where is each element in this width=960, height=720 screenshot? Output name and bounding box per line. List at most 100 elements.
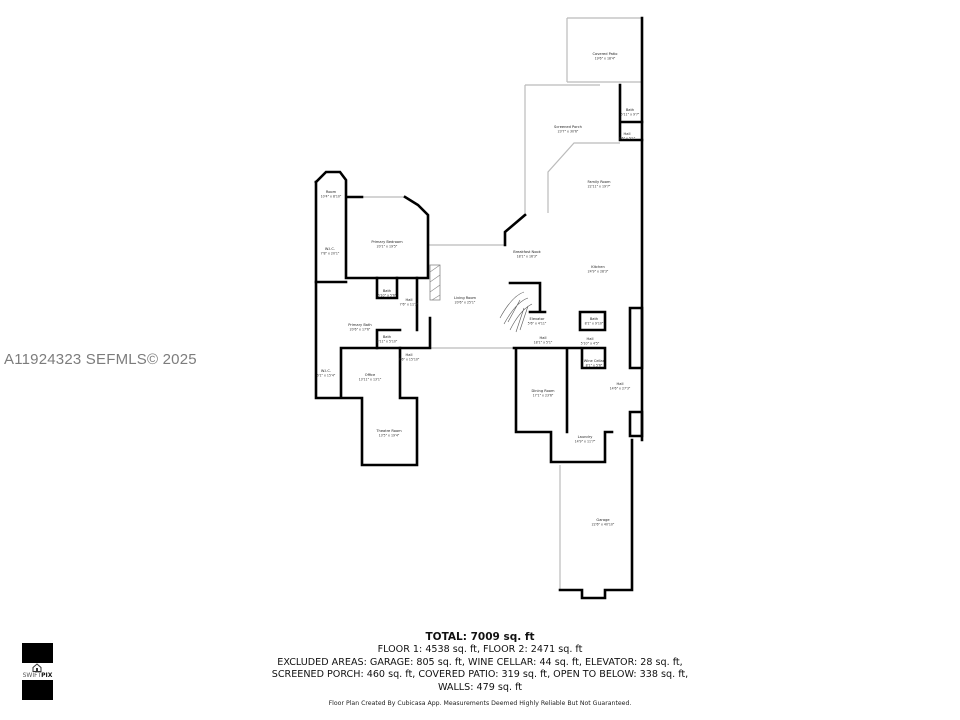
room-name: Hall xyxy=(624,132,631,136)
mls-watermark: A11924323 SEFMLS© 2025 xyxy=(4,351,197,368)
room-dimensions: 19'6" x 18'4" xyxy=(595,57,616,61)
room-dimensions: 14'6" x 27'3" xyxy=(610,387,631,391)
room-name: Kitchen xyxy=(591,265,605,269)
room-dimensions: 7'6" x 15'10" xyxy=(399,358,420,362)
floor-areas: FLOOR 1: 4538 sq. ft, FLOOR 2: 2471 sq. … xyxy=(377,644,583,655)
room-dimensions: 7'6" x 11'3" xyxy=(400,303,419,307)
room-dimensions: 13'11" x 13'1" xyxy=(359,378,382,382)
room-dimensions: 6'10" x 5'6" xyxy=(378,294,397,298)
room-name: Elevator xyxy=(530,317,545,321)
room-dimensions: 8'1" x 5'6" xyxy=(586,364,603,368)
room-dimensions: 5'6" x 4'11" xyxy=(528,322,547,326)
room-name: Theatre Room xyxy=(375,429,402,433)
room-dimensions: 8'1" x 9'10" xyxy=(585,322,604,326)
room-name: Breakfast Nook xyxy=(513,250,541,254)
room-name: Hall xyxy=(617,382,624,386)
room-label: W.I.C.6'1" x 15'4" xyxy=(317,369,336,378)
room-name: Wine Cellar xyxy=(584,359,605,363)
swiftpix-logo: SWIFTPIX xyxy=(22,643,53,700)
room-name: Hall xyxy=(540,336,547,340)
thin-walls-windows xyxy=(362,17,642,599)
logo-block-bottom xyxy=(22,680,53,700)
room-name: Family Room xyxy=(588,180,611,184)
room-dimensions: 13'5" x 19'4" xyxy=(379,434,400,438)
room-dimensions: 14'9" x 11'7" xyxy=(575,440,596,444)
room-name: Room xyxy=(326,190,337,194)
total-area: TOTAL: 7009 sq. ft xyxy=(425,631,535,643)
room-name: Bath xyxy=(590,317,598,321)
room-name: Primary Bath xyxy=(348,323,371,327)
room-label: W.I.C.7'8" x 20'1" xyxy=(321,247,340,256)
room-dimensions: 18'1" x 16'3" xyxy=(517,255,538,259)
room-name: Hall xyxy=(587,337,594,341)
room-dimensions: 20'6" x 17'6" xyxy=(350,328,371,332)
credit-note: Floor Plan Created By Cubicasa App. Meas… xyxy=(328,700,632,707)
room-name: Laundry xyxy=(578,435,594,439)
excluded-areas-2: SCREENED PORCH: 460 sq. ft, COVERED PATI… xyxy=(271,669,689,680)
room-dimensions: 7'8" x 20'1" xyxy=(321,252,340,256)
walls-area: WALLS: 479 sq. ft xyxy=(437,681,523,693)
room-dimensions: 6'1" x 15'4" xyxy=(317,374,336,378)
room-name: Dining Room xyxy=(532,389,555,393)
room-name: Living Room xyxy=(454,296,477,300)
room-dimensions: 23'7" x 30'6" xyxy=(558,130,579,134)
room-dimensions: 18'1" x 5'1" xyxy=(534,341,553,345)
room-name: Office xyxy=(365,373,376,377)
room-name: Bath xyxy=(383,289,391,293)
logo-brand: SWIFTPIX xyxy=(22,672,53,679)
area-summary: TOTAL: 7009 sq. ft FLOOR 1: 4538 sq. ft,… xyxy=(180,631,780,707)
logo-block-top xyxy=(22,643,53,663)
room-dimensions: 20'1" x 19'5" xyxy=(377,245,398,249)
room-dimensions: 24'9" x 28'3" xyxy=(588,270,609,274)
walls xyxy=(314,16,644,600)
room-dimensions: 9'11" x 5'10" xyxy=(377,340,398,344)
fireplace xyxy=(429,264,441,301)
room-dimensions: 22'11" x 19'7" xyxy=(588,185,611,189)
room-dimensions: 20'6" x 25'1" xyxy=(455,301,476,305)
room-name: W.I.C. xyxy=(321,369,331,373)
room-name: Bath xyxy=(626,108,634,112)
room-name: Hall xyxy=(406,353,413,357)
room-dimensions: 5'10" x 4'5" xyxy=(581,342,600,346)
room-name: Covered Patio xyxy=(593,52,618,56)
room-dimensions: 10'4" x 8'10" xyxy=(321,195,342,199)
excluded-areas-1: EXCLUDED AREAS: GARAGE: 805 sq. ft, WINE… xyxy=(277,656,683,668)
room-name: Screened Porch xyxy=(554,125,582,129)
room-dimensions: 5'11" x 9'7" xyxy=(621,113,640,117)
room-dimensions: 22'6" x 40'10" xyxy=(592,523,615,527)
room-name: Bath xyxy=(383,335,391,339)
room-name: Hall xyxy=(406,298,413,302)
room-name: W.I.C. xyxy=(325,247,335,251)
room-name: Garage xyxy=(596,518,610,522)
home-icon xyxy=(32,663,42,672)
room-name: Primary Bedroom xyxy=(371,240,403,244)
